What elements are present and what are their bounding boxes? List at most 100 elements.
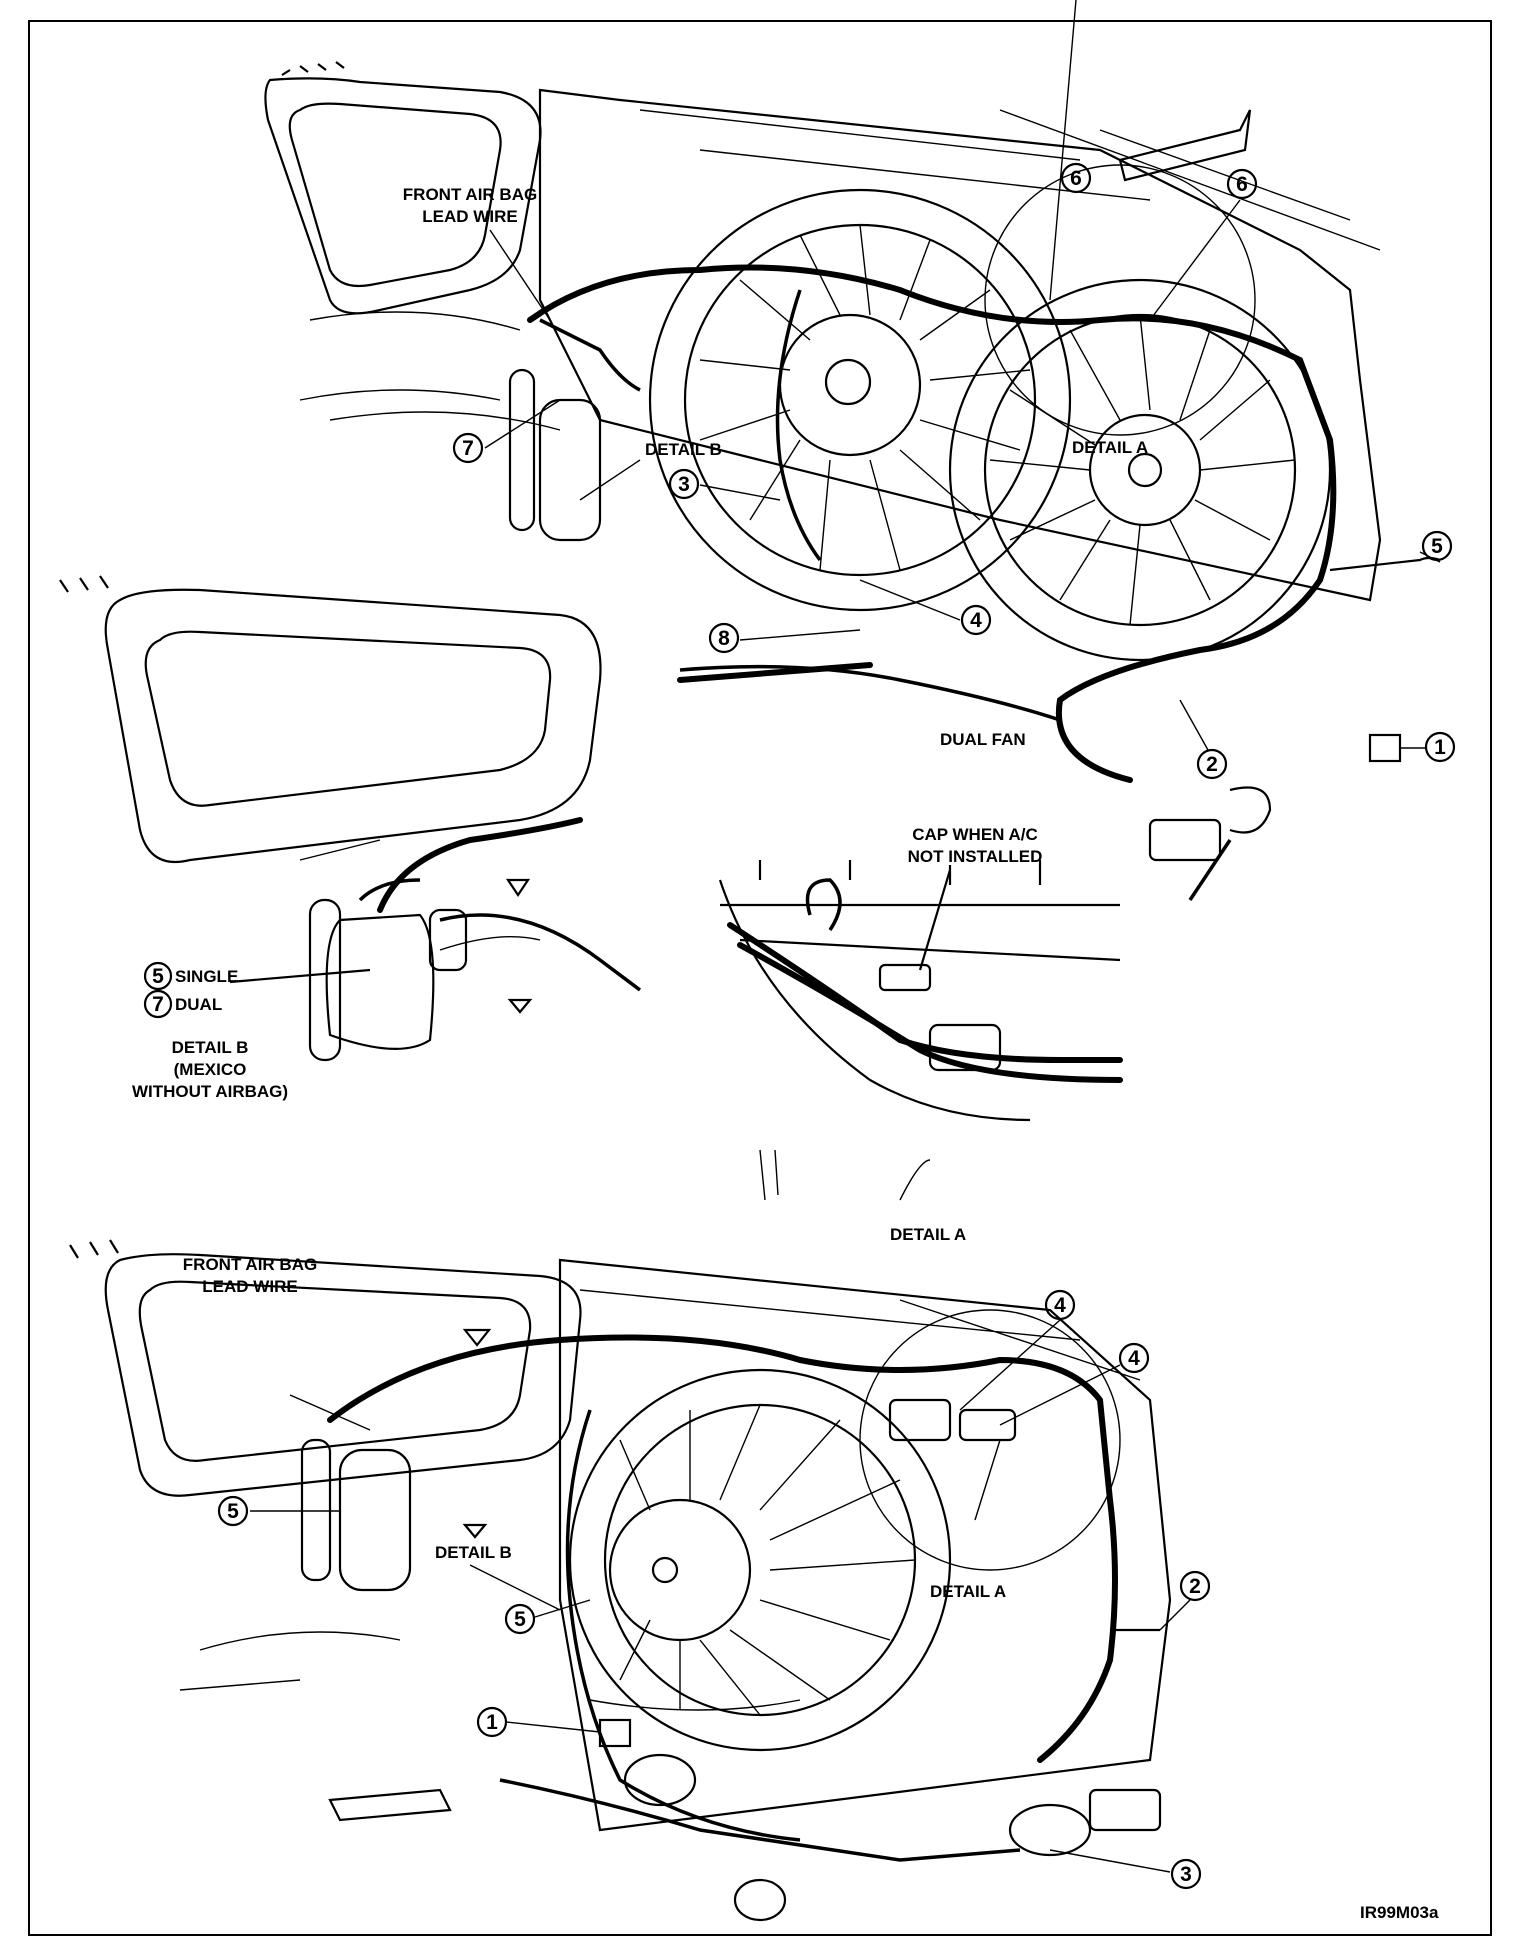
leader-airbag-top	[489, 229, 551, 321]
middle-detail-a	[718, 860, 1123, 1201]
leader-detail-b-top	[579, 459, 641, 501]
callout-top-5: 5	[1421, 530, 1453, 562]
leader-2-bottom	[1159, 1599, 1191, 1631]
svg-text:6: 6	[1070, 167, 1082, 190]
callout-top-8: 8	[708, 622, 740, 654]
top-harness-left-drop	[775, 289, 822, 562]
callouts: 6 6 7 3 5 8 4 2 1 5 7 4 4 5 5 2 1 3	[143, 162, 1456, 1890]
top-direction-arrow	[1118, 109, 1252, 182]
svg-text:2: 2	[1206, 753, 1218, 776]
bot-motor-right	[1008, 1803, 1092, 1857]
svg-text:5: 5	[227, 1500, 239, 1523]
svg-text:3: 3	[1180, 1863, 1192, 1886]
bot-relay	[1088, 1788, 1162, 1832]
top-left-fan-blades	[699, 224, 1031, 571]
label-cap-note-1: CAP WHEN A/C	[912, 825, 1038, 844]
bot-fan-motor	[608, 1498, 752, 1642]
mid-bracket-lines	[299, 839, 541, 951]
callout-bot-4b: 4	[1118, 1342, 1150, 1374]
zoom-connector	[928, 1023, 1002, 1072]
bot-tank-opening	[138, 1280, 532, 1462]
leader-airbag-bottom	[289, 1394, 371, 1431]
callout-top-3: 3	[668, 468, 700, 500]
bot-fan-blades	[619, 1404, 916, 1716]
callout-top-2: 2	[1196, 748, 1228, 780]
svg-text:5: 5	[152, 965, 164, 988]
svg-text:6: 6	[1236, 173, 1248, 196]
top-tank-opening	[288, 102, 502, 288]
mid-marker-2	[507, 998, 533, 1014]
leader-6a	[1049, 0, 1077, 301]
top-right-fan-motor	[1088, 413, 1202, 527]
top-receiver-drier	[538, 398, 602, 542]
zoom-outline	[718, 879, 1121, 1122]
svg-text:7: 7	[462, 437, 474, 460]
bot-fan-inner	[603, 1403, 917, 1717]
top-accumulator	[508, 368, 536, 532]
callout-top-1: 1	[1424, 731, 1456, 763]
bot-marker-1	[462, 1328, 492, 1347]
top-detail-a-circle	[984, 164, 1256, 436]
top-left-fan-ring	[648, 188, 1072, 612]
svg-text:1: 1	[486, 1711, 498, 1734]
label-detail-b-mexico-2: (MEXICO	[174, 1060, 247, 1079]
callout-top-4: 4	[960, 604, 992, 636]
mid-tank-clips	[59, 575, 109, 593]
label-dual-fan: DUAL FAN	[940, 730, 1026, 749]
middle-detail-b	[59, 575, 642, 1062]
mid-marker-1	[505, 878, 531, 897]
top-tank-body	[264, 77, 542, 315]
leader-3-bottom	[1049, 1849, 1171, 1873]
label-detail-a-bottom: DETAIL A	[930, 1582, 1006, 1601]
bot-fan-hub	[651, 1556, 679, 1584]
callout-bot-3: 3	[1170, 1858, 1202, 1890]
zoom-cap	[878, 963, 932, 992]
label-detail-b-mexico-3: WITHOUT AIRBAG)	[132, 1082, 288, 1101]
leader-detail-a-bottom	[974, 1439, 1001, 1521]
mid-accumulator	[308, 898, 342, 1062]
bot-shroud-outline	[558, 1258, 1172, 1832]
bot-ground-lines	[179, 1631, 401, 1691]
mid-harness-3	[358, 878, 421, 902]
top-ground-lines	[299, 311, 561, 431]
label-detail-b-top: DETAIL B	[645, 440, 722, 459]
top-right-fan-hub	[1127, 452, 1163, 488]
label-front-air-bag-bottom-1: FRONT AIR BAG	[183, 1255, 317, 1274]
leader-5-bottom-mid	[534, 1599, 591, 1618]
bot-connector-a	[888, 1398, 952, 1442]
top-tank-clips	[281, 61, 345, 76]
leader-7-top	[484, 399, 561, 449]
top-bottom-wire	[677, 662, 873, 683]
svg-text:8: 8	[718, 627, 730, 650]
top-harness-main	[527, 264, 1337, 783]
svg-text:1: 1	[1434, 736, 1446, 759]
svg-text:3: 3	[678, 473, 690, 496]
svg-text:2: 2	[1189, 1575, 1201, 1598]
top-connector-1	[1368, 733, 1402, 763]
leader-4-top	[859, 579, 961, 621]
zoom-cap-leader	[918, 869, 952, 971]
top-harness-branch	[539, 318, 641, 392]
mid-leader-single	[229, 968, 371, 984]
label-front-air-bag-top-2: LEAD WIRE	[422, 207, 517, 226]
top-wire-loop	[1229, 786, 1272, 834]
mid-connector	[428, 908, 468, 972]
top-left-fan-hub	[824, 358, 872, 406]
bottom-assembly	[69, 1239, 1172, 1922]
label-detail-a-top: DETAIL A	[1072, 438, 1148, 457]
bot-detail-a-circle	[859, 1309, 1121, 1571]
label-cap-note-2: NOT INSTALLED	[908, 847, 1043, 866]
bot-connector-b	[958, 1408, 1017, 1442]
leader-4b-bottom	[999, 1364, 1121, 1426]
top-relay-box	[1148, 818, 1222, 862]
leader-1-bottom	[505, 1721, 601, 1733]
bot-harness-left	[565, 1409, 801, 1842]
mid-tank-opening	[144, 630, 552, 807]
leader-8	[739, 629, 861, 641]
leader-4a-bottom	[959, 1319, 1061, 1411]
mid-tank-body	[104, 588, 602, 864]
text-labels: FRONT AIR BAG LEAD WIRE DETAIL B DETAIL …	[132, 185, 1439, 1922]
zoom-harness-1	[727, 922, 1123, 1063]
leader-6b	[1149, 199, 1241, 321]
